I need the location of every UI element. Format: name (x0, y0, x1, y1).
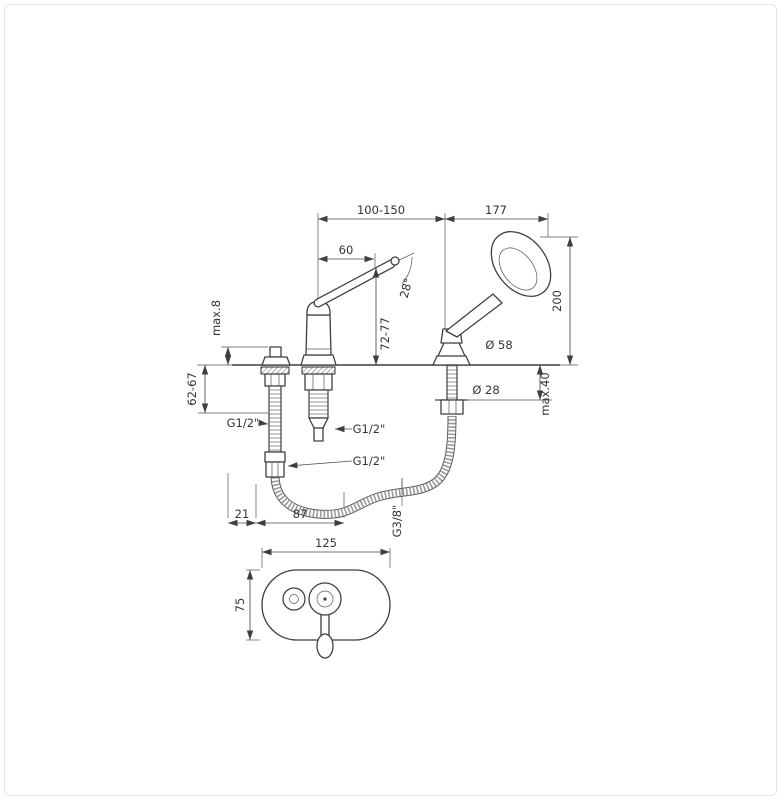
lever-knob-plan (316, 633, 334, 659)
dim-75-label: 75 (233, 598, 247, 613)
diverter-valve (260, 346, 291, 478)
dim-177-label: 177 (485, 203, 507, 217)
flex-hose (270, 415, 457, 519)
dim-72-77-label: 72-77 (378, 317, 392, 350)
escutcheon-plan-view (261, 569, 391, 659)
dim-max8-label: max.8 (209, 300, 223, 336)
g12-mid-label: G1/2" (353, 422, 386, 436)
dim-d28-label: Ø 28 (472, 383, 499, 397)
dim-21-label: 21 (235, 507, 250, 521)
dim-max40-label: max.40 (538, 372, 552, 415)
g12-left-label: G1/2" (227, 416, 260, 430)
dim-d58-label: Ø 58 (485, 338, 512, 352)
dim-100-150-label: 100-150 (357, 203, 405, 217)
g38-label: G3/8" (390, 505, 404, 538)
dim-125-label: 125 (315, 536, 337, 550)
g12-low-label: G1/2" (353, 454, 386, 468)
dim-200-label: 200 (550, 290, 564, 312)
dim-87-label: 87 (293, 507, 308, 521)
dim-62-67-label: 62-67 (185, 372, 199, 405)
dim-60-label: 60 (339, 243, 354, 257)
page-border (4, 4, 777, 796)
diverter-button-plan (282, 587, 306, 611)
dim-angle-label: 28° (397, 276, 416, 299)
dimension-lines (201, 215, 574, 640)
mixer-body (300, 300, 337, 442)
hand-shower (432, 231, 552, 415)
